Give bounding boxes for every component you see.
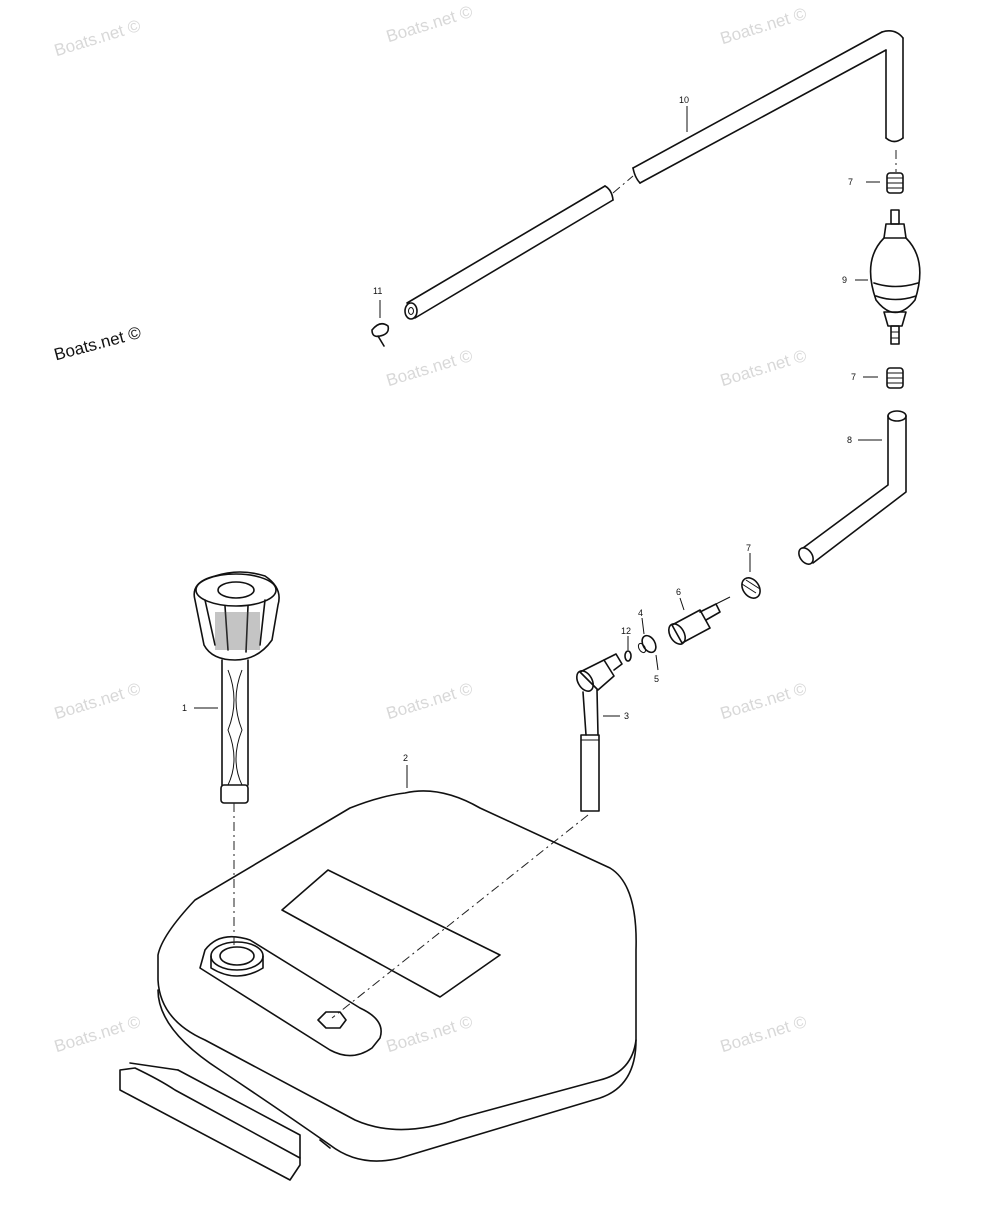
label-part-8: 8: [847, 435, 852, 445]
label-part-9: 9: [842, 275, 847, 285]
label-part-3: 3: [624, 711, 629, 721]
label-part-7-middle: 7: [851, 372, 856, 382]
fuel-tank-part-2: [119, 765, 637, 1181]
label-part-1: 1: [182, 703, 187, 713]
center-line-tube: [331, 814, 589, 1019]
fitting-part-6: [668, 596, 731, 645]
label-part-11: 11: [373, 286, 382, 296]
connector-part-7-middle: [863, 367, 904, 389]
connector-part-7-lower: [741, 553, 761, 599]
label-part-7-lower: 7: [746, 543, 751, 553]
label-part-12: 12: [621, 626, 631, 636]
fuel-gauge-part-1: [193, 571, 280, 804]
primer-bulb-part-9: [855, 209, 921, 345]
washer-part-12: [624, 636, 632, 662]
connector-part-7-upper: [866, 172, 904, 194]
label-part-7-upper: 7: [848, 177, 853, 187]
pickup-tube-part-3: [576, 653, 623, 812]
hose-part-8: [798, 410, 907, 565]
o-ring-part-4-5: [637, 617, 659, 671]
label-part-4: 4: [638, 608, 643, 618]
label-part-10: 10: [679, 95, 689, 105]
label-part-5: 5: [654, 674, 659, 684]
clamp-part-11: [371, 300, 390, 347]
label-part-6: 6: [676, 587, 681, 597]
label-part-2: 2: [403, 753, 408, 763]
hose-part-10: [404, 30, 904, 320]
